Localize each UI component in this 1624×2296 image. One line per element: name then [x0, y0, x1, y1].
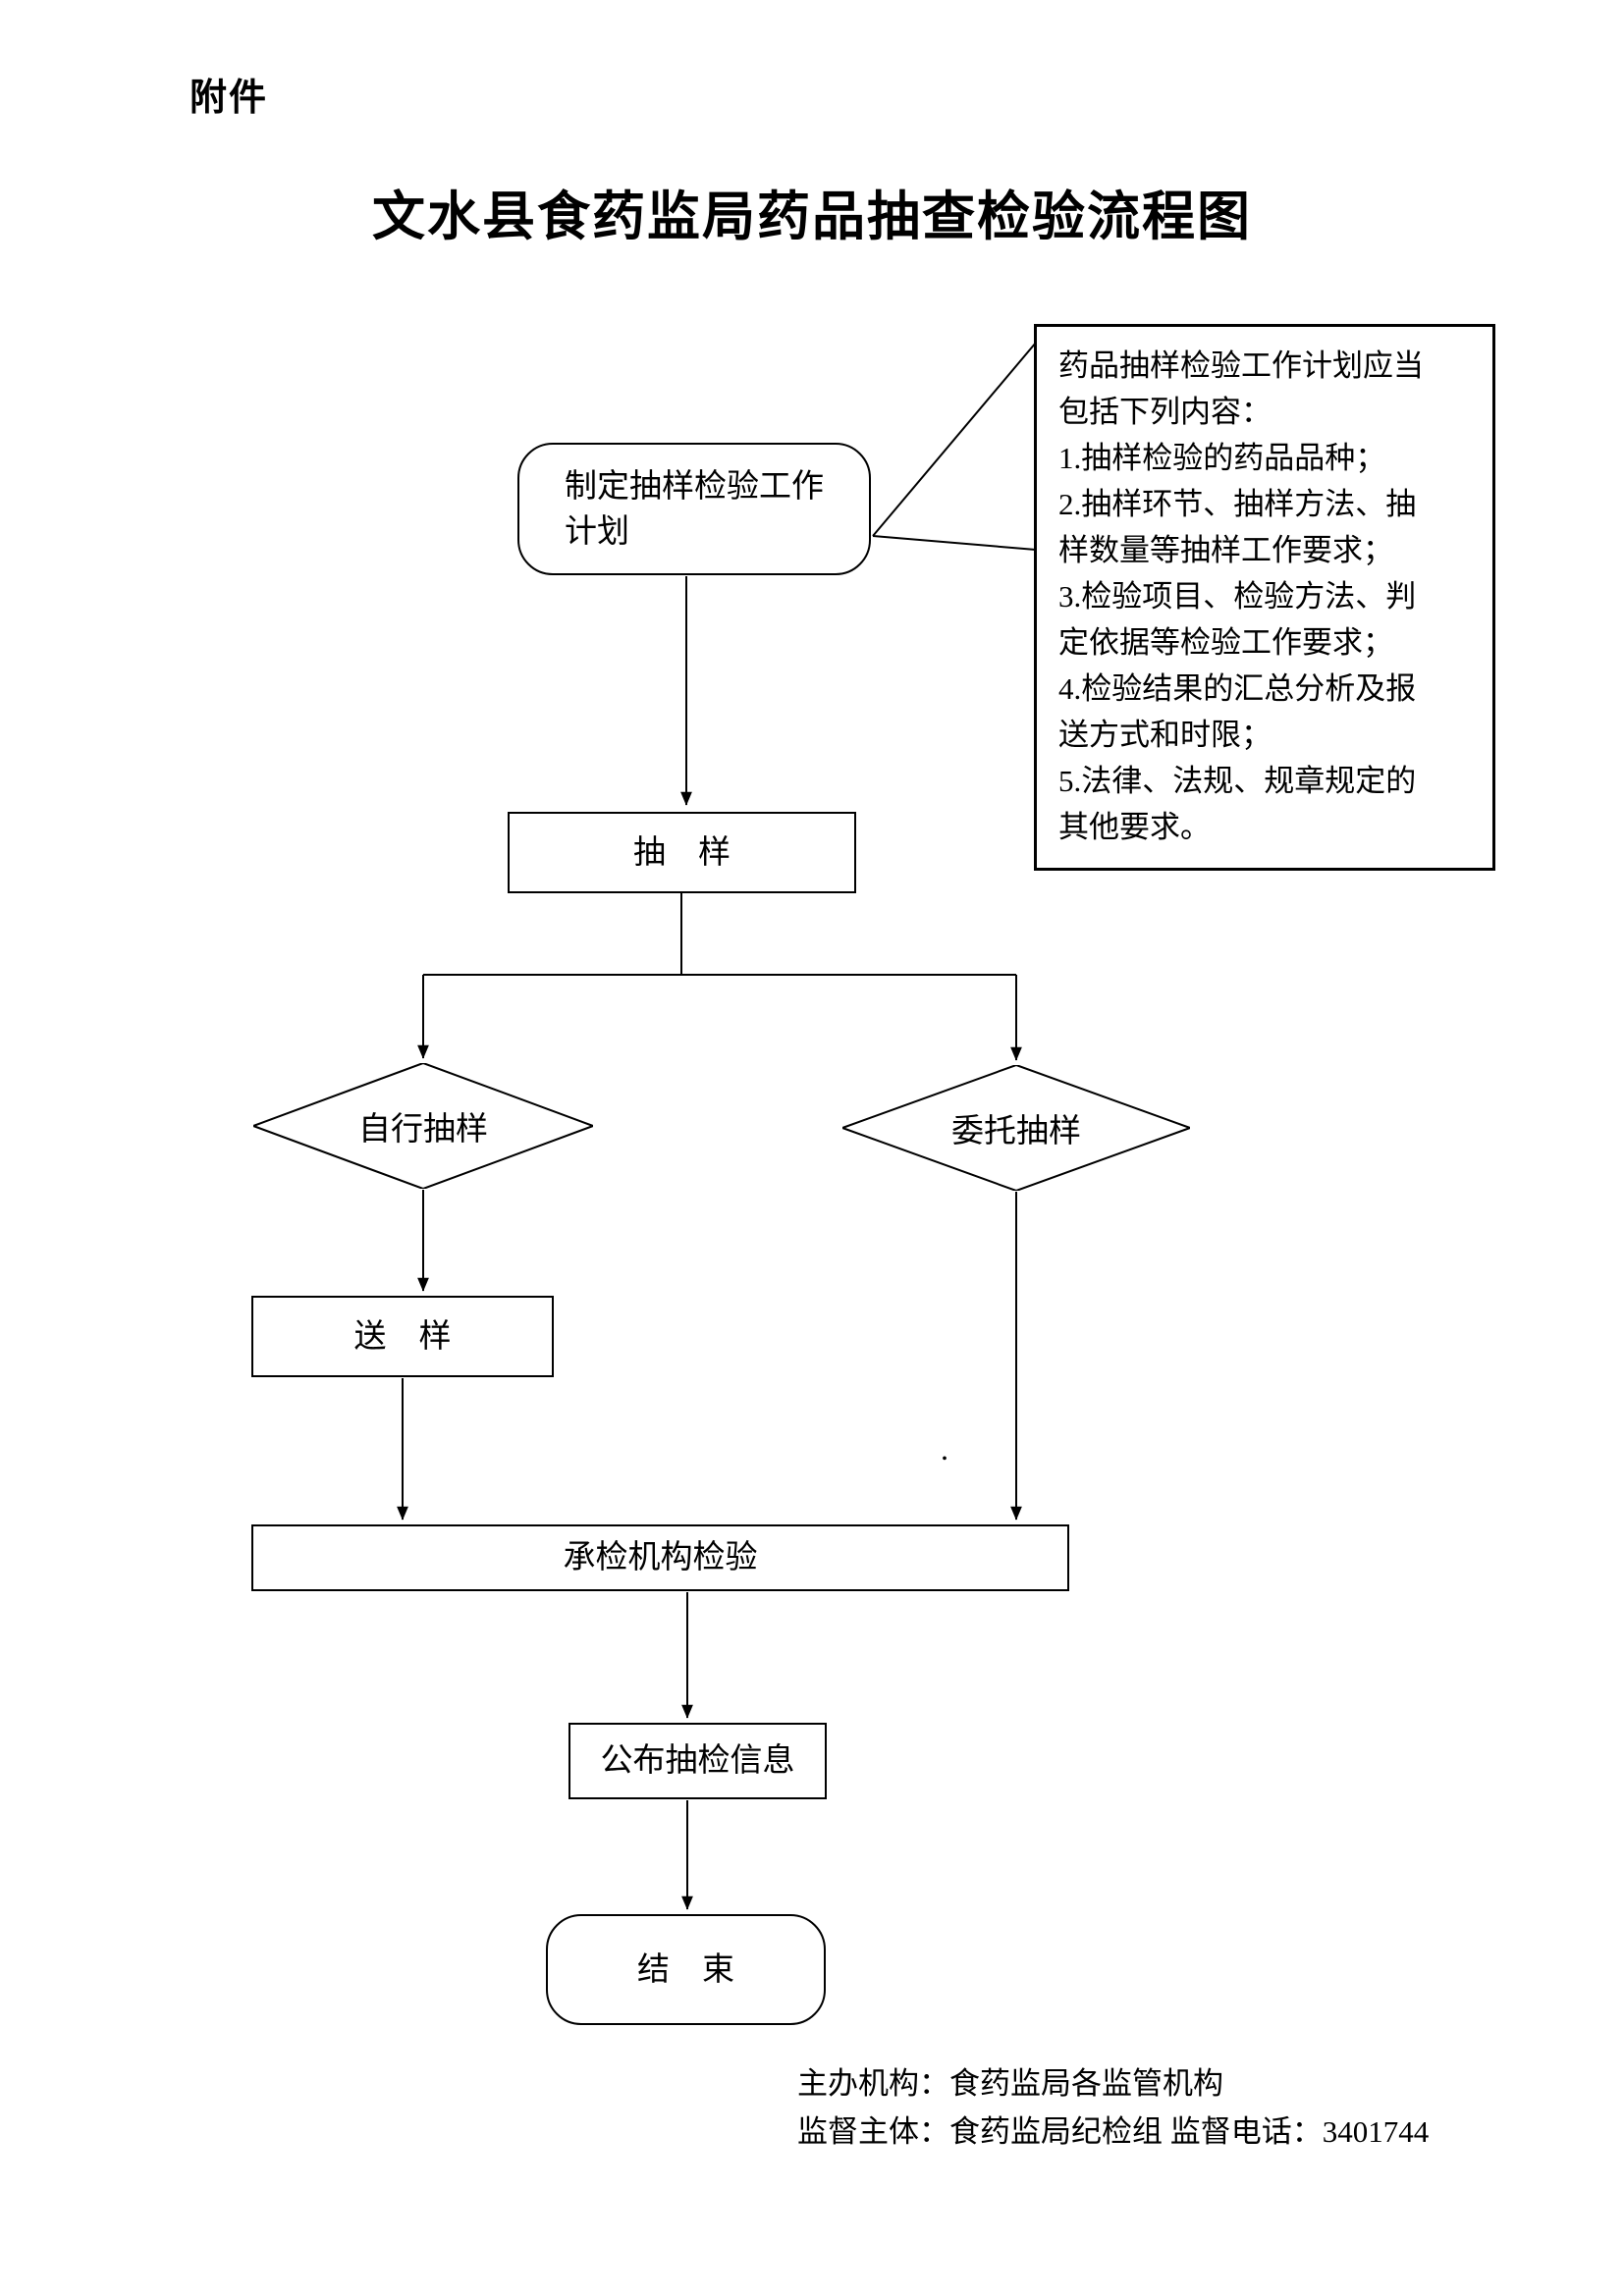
footer-supervisor: 监督主体：食药监局纪检组 监督电话：3401744: [797, 2114, 1430, 2149]
diamond-shape: [253, 1063, 593, 1189]
footer: 主办机构：食药监局各监管机构 监督主体：食药监局纪检组 监督电话：3401744: [797, 2059, 1429, 2156]
line-plan-to-note-lower: [872, 535, 1037, 551]
node-end: 结 束: [546, 1914, 826, 2025]
node-plan: 制定抽样检验工作 计划: [517, 443, 871, 575]
page-title: 文水县食药监局药品抽查检验流程图: [372, 187, 1252, 246]
node-send-sample: 送 样: [251, 1296, 554, 1377]
line-plan-to-note-upper: [872, 342, 1037, 537]
node-send-sample-label: 送 样: [353, 1318, 452, 1355]
diamond-outline: [842, 1065, 1190, 1191]
diamond-shape: [842, 1065, 1190, 1191]
stray-mark: .: [941, 1431, 948, 1467]
node-publish: 公布抽检信息: [568, 1723, 827, 1799]
diamond-outline: [253, 1063, 593, 1189]
node-commissioned-sampling-label: 委托抽样: [951, 1114, 1081, 1149]
attachment-label: 附件: [189, 78, 269, 119]
node-sampling-label: 抽 样: [633, 834, 731, 871]
footer-organizer: 主办机构：食药监局各监管机构: [797, 2066, 1223, 2101]
node-publish-label: 公布抽检信息: [600, 1743, 795, 1779]
node-end-label: 结 束: [637, 1951, 734, 1988]
node-inspection: 承检机构检验: [251, 1524, 1069, 1591]
node-sampling: 抽 样: [508, 812, 856, 893]
node-self-sampling-label: 自行抽样: [358, 1112, 488, 1148]
node-plan-label: 制定抽样检验工作 计划: [565, 468, 824, 550]
node-inspection-label: 承检机构检验: [563, 1540, 758, 1575]
node-commissioned-sampling: 委托抽样: [842, 1065, 1190, 1191]
note-box: 药品抽样检验工作计划应当 包括下列内容： 1.抽样检验的药品品种； 2.抽样环节…: [1034, 324, 1495, 871]
node-self-sampling: 自行抽样: [253, 1063, 593, 1189]
